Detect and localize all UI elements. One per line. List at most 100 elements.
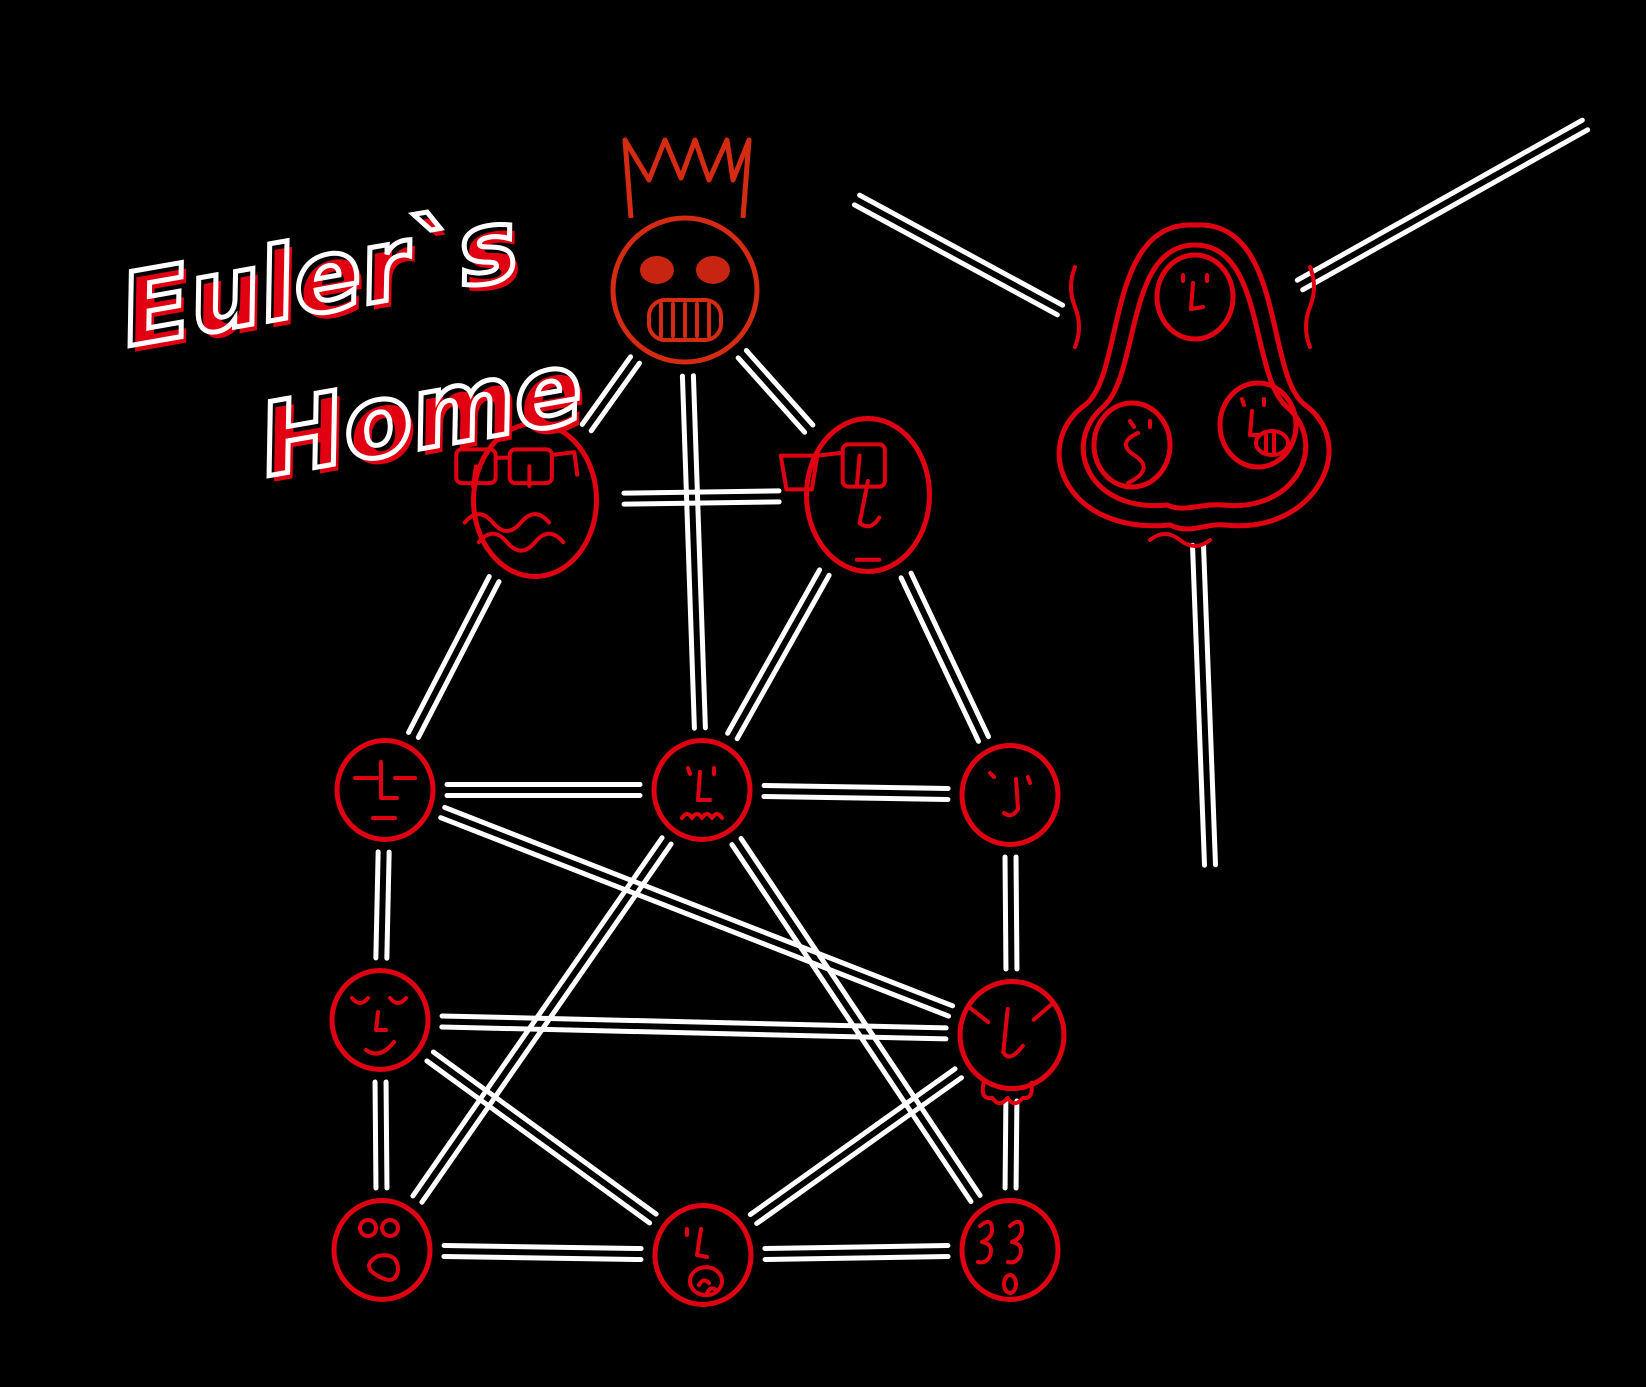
edge-row3-left-bottom-left xyxy=(372,1079,390,1191)
face-pupil xyxy=(854,453,862,489)
face-nose xyxy=(1189,281,1205,311)
face-beard xyxy=(980,1080,1034,1106)
cluster-outer-outline xyxy=(1056,222,1332,532)
node-mid-left xyxy=(334,738,436,842)
edge-mid-right-row3-right xyxy=(1002,854,1020,972)
edge-row3-left-row3-right xyxy=(439,1013,949,1042)
node-bottom-right xyxy=(959,1198,1061,1302)
cluster-vibration-mark xyxy=(1304,265,1316,349)
cluster-member-1 xyxy=(1154,252,1236,342)
face-brow xyxy=(1031,1002,1053,1022)
cluster-member-head xyxy=(1217,380,1299,470)
edges-layer xyxy=(372,117,1591,1263)
node-row3-right xyxy=(957,978,1067,1106)
node-right-guard xyxy=(778,416,932,574)
edge-mid-center-mid-right xyxy=(761,783,951,802)
node-head xyxy=(331,1198,433,1302)
edge-right-guard-mid-right xyxy=(898,570,991,744)
edge-right-guard-mid-center xyxy=(725,567,832,742)
node-cluster xyxy=(1056,222,1332,548)
dangling-edge-down xyxy=(1190,542,1218,868)
node-king xyxy=(610,137,760,365)
cluster-member-head xyxy=(1154,252,1236,342)
cluster-member-2 xyxy=(1091,400,1173,490)
edge-king-left-guard xyxy=(579,354,642,434)
node-bottom-left xyxy=(331,1198,433,1302)
node-head xyxy=(334,738,436,842)
face-teeth xyxy=(697,1278,719,1295)
node-head xyxy=(959,743,1061,847)
face-monocle-lens xyxy=(778,453,820,492)
face-eye xyxy=(358,1218,378,1238)
face-nose xyxy=(1001,1007,1025,1059)
face-nose xyxy=(1002,777,1020,818)
face-eye xyxy=(380,1218,400,1238)
face-eye xyxy=(1026,775,1032,785)
edge-left-guard-mid-left xyxy=(406,574,502,740)
dangling-edge-up-right xyxy=(1294,117,1591,293)
node-left-guard xyxy=(454,421,599,579)
face-mouth xyxy=(1254,429,1290,457)
edge-bottom-left-bottom-center xyxy=(441,1242,644,1263)
face-glasses-lens xyxy=(840,442,887,489)
cluster-inner-outline xyxy=(1080,242,1309,511)
king-mouth xyxy=(647,298,723,342)
face-eyes xyxy=(1240,397,1266,407)
edge-mid-left-row3-left xyxy=(373,849,392,961)
face-nose xyxy=(374,1010,388,1032)
edge-row3-right-bottom-right xyxy=(1002,1098,1020,1191)
edge-king-right-guard xyxy=(735,347,816,435)
face-eye xyxy=(988,771,996,779)
edge-king-mid-center xyxy=(679,373,708,731)
node-head xyxy=(959,1198,1061,1302)
dangling-edge-up-left xyxy=(851,192,1066,318)
node-row3-left xyxy=(329,968,431,1072)
edge-mid-center-bottom-right xyxy=(729,835,983,1205)
edge-mid-left-mid-center xyxy=(444,782,643,798)
face-monocle-frame xyxy=(815,450,845,458)
face-eye xyxy=(686,766,692,776)
face-nose xyxy=(1248,409,1262,437)
nodes-layer xyxy=(329,137,1332,1307)
node-mid-center xyxy=(651,738,753,842)
node-mid-right xyxy=(959,743,1061,847)
king-eye xyxy=(696,256,730,284)
node-head xyxy=(804,416,932,574)
cluster-vibration-mark xyxy=(1148,532,1212,548)
node-bottom-center xyxy=(652,1203,754,1307)
face-nose xyxy=(696,770,712,802)
face-nose xyxy=(857,478,882,529)
king-head xyxy=(610,215,760,365)
edge-bottom-center-bottom-right xyxy=(762,1243,951,1262)
edge-mid-left-row3-right xyxy=(438,804,956,1019)
face-pupils xyxy=(471,464,532,488)
crown-icon xyxy=(622,137,752,219)
face-teeth xyxy=(1264,431,1276,455)
edge-row3-left-bottom-center xyxy=(424,1049,659,1226)
face-nose xyxy=(379,760,399,800)
edge-left-guard-right-guard xyxy=(621,488,782,507)
face-eyes xyxy=(1181,273,1209,283)
face-eye xyxy=(388,996,408,1005)
node-head xyxy=(652,1203,754,1307)
cluster-member-3 xyxy=(1217,380,1299,470)
face-eyes xyxy=(1128,419,1152,429)
face-glasses-lens xyxy=(454,447,498,486)
face-wavy-mouth xyxy=(462,512,552,533)
face-mouth xyxy=(364,1040,396,1056)
face-eye xyxy=(350,996,370,1005)
edge-row3-right-bottom-center xyxy=(747,1066,964,1227)
cluster-vibration-mark xyxy=(1069,265,1081,349)
king-teeth xyxy=(659,302,711,338)
face-mouth xyxy=(680,812,724,820)
face-nose xyxy=(695,1227,709,1259)
title-layer: Euler`s Euler`s Home Home xyxy=(109,182,595,505)
node-head xyxy=(957,978,1067,1092)
face-glasses-frame xyxy=(493,450,580,477)
face-mouth xyxy=(1002,1273,1018,1295)
face-nose xyxy=(1124,431,1146,485)
node-head xyxy=(471,421,599,579)
node-head xyxy=(651,738,753,842)
